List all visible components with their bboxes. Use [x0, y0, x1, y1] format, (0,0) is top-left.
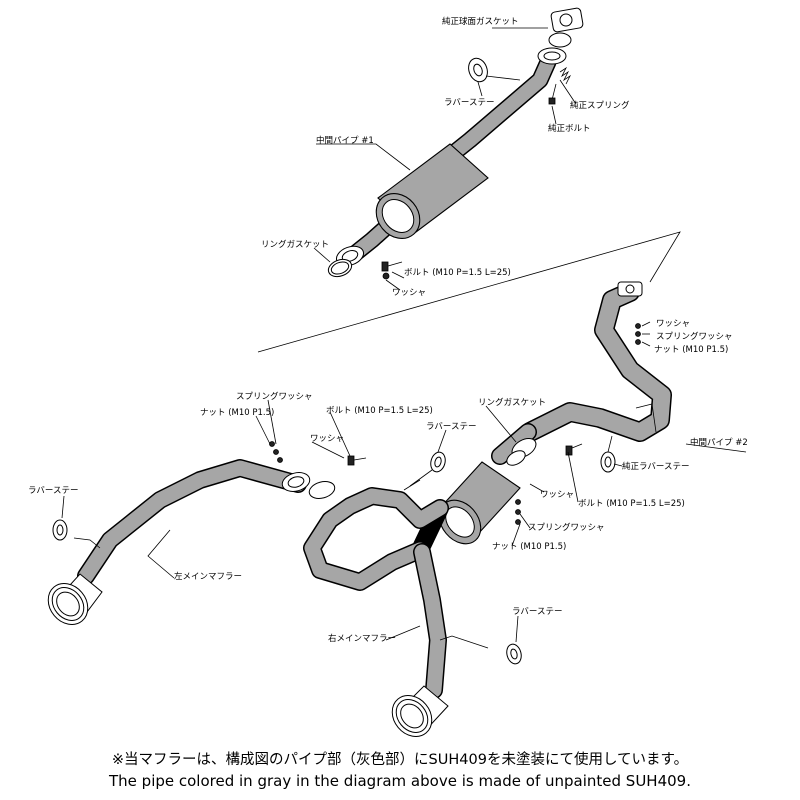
label-rubber-stay-bottom: ラバーステー: [512, 607, 563, 617]
ring-gasket-top-part: [327, 245, 403, 280]
label-left-main-muffler: 左メインマフラー: [174, 572, 243, 582]
label-washer-center: ワッシャ: [310, 434, 345, 444]
label-ring-gasket-center: リングガスケット: [478, 398, 547, 408]
label-ring-gasket-top: リングガスケット: [261, 240, 330, 250]
label-right-main-muffler: 右メインマフラー: [328, 634, 397, 644]
genuine-rubber-stay-part: [600, 435, 616, 473]
label-genuine-rubber-stay: 純正ラバーステー: [622, 462, 690, 472]
center-silencer: [438, 423, 583, 545]
left-fastener-stack: [269, 441, 367, 466]
leader-lines: [61, 27, 747, 643]
label-mid-pipe-2: 中間パイプ #2: [690, 438, 748, 448]
label-rubber-stay-center: ラバーステー: [426, 422, 477, 432]
mid-pipe-2: [520, 281, 672, 442]
rubber-stay-center-part: [409, 451, 446, 487]
label-spring-washer-right: スプリングワッシャ: [656, 332, 733, 342]
label-washer-lower: ワッシャ: [540, 490, 575, 500]
genuine-spring-part: [548, 66, 572, 105]
label-genuine-spring: 純正スプリング: [570, 101, 630, 111]
label-rubber-stay-left: ラバーステー: [28, 486, 79, 496]
label-bolt-lower: ボルト (M10 P=1.5 L=25): [578, 499, 685, 509]
zoom-guide-lines: [257, 231, 681, 353]
right-main-muffler: [391, 635, 489, 737]
label-mid-pipe-1: 中間パイプ #1: [316, 136, 374, 146]
right-washer-stack: [635, 323, 641, 345]
note-english: The pipe colored in gray in the diagram …: [109, 772, 691, 790]
label-rubber-stay-top: ラバーステー: [444, 98, 495, 108]
y-pipe: [303, 479, 449, 699]
left-main-muffler: [47, 459, 311, 625]
genuine-ball-gasket-part: [537, 7, 584, 65]
label-washer-right: ワッシャ: [656, 319, 691, 329]
label-genuine-ball-gasket: 純正球面ガスケット: [442, 17, 519, 27]
label-nut-right: ナット (M10 P1.5): [654, 345, 729, 355]
rubber-stay-bottom-part: [506, 643, 522, 665]
rubber-stay-top-part: [468, 57, 521, 83]
label-spring-washer-left: スプリングワッシャ: [236, 392, 313, 402]
label-bolt-center: ボルト (M10 P=1.5 L=25): [326, 406, 433, 416]
mid-pipe-1: [343, 53, 557, 265]
label-nut-lower: ナット (M10 P1.5): [492, 542, 567, 552]
label-bolt-top: ボルト (M10 P=1.5 L=25): [404, 268, 511, 278]
label-genuine-bolt: 純正ボルト: [548, 124, 591, 134]
note-japanese: ※当マフラーは、構成図のパイプ部（灰色部）にSUH409を未塗装にて使用していま…: [111, 752, 689, 768]
label-nut-left: ナット (M10 P1.5): [200, 408, 275, 418]
rubber-stay-left-part: [52, 519, 68, 541]
label-washer-top: ワッシャ: [392, 288, 427, 298]
label-spring-washer-lower: スプリングワッシャ: [528, 523, 605, 533]
